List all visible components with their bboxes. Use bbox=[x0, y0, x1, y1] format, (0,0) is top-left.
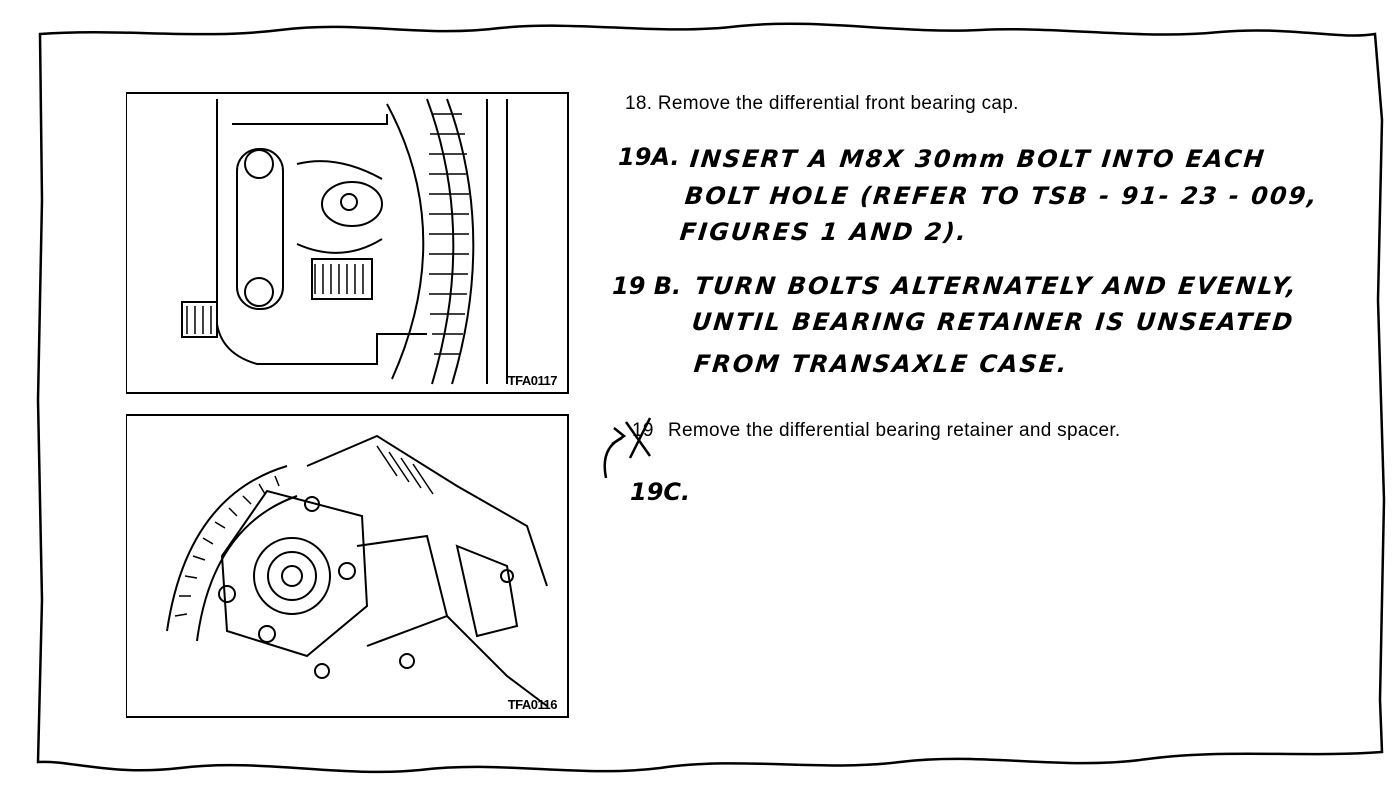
step-19a-number: 19A. bbox=[618, 143, 680, 171]
figure-label: TFA0116 bbox=[507, 697, 558, 712]
step-19a-line-3: FIGURES 1 AND 2). bbox=[678, 218, 970, 246]
step-18-text: 18. Remove the differential front bearin… bbox=[625, 93, 1019, 114]
strike-and-arrow-mark bbox=[603, 417, 652, 479]
step-19c-number: 19C. bbox=[630, 478, 691, 506]
bearing-cap-illustration bbox=[181, 98, 508, 385]
diagram-bearing-cap: TFA0117 bbox=[126, 92, 569, 394]
step-19b-line-3: FROM TRANSAXLE CASE. bbox=[692, 350, 1070, 378]
figure-label: TFA0117 bbox=[507, 373, 558, 388]
step-19b-line-2: UNTIL BEARING RETAINER IS UNSEATED bbox=[690, 308, 1296, 336]
step-19b-line-1: TURN BOLTS ALTERNATELY AND EVENLY, bbox=[693, 272, 1300, 300]
diagram-bearing-retainer: TFA0116 bbox=[126, 414, 569, 718]
step-19a-line-1: INSERT A M8X 30mm BOLT INTO EACH bbox=[688, 145, 1268, 173]
bearing-retainer-illustration bbox=[166, 434, 548, 707]
step-19-text: Remove the differential bearing retainer… bbox=[668, 420, 1121, 441]
step-19b-number: 19 B. bbox=[612, 272, 682, 300]
step-19a-line-2: BOLT HOLE (REFER TO TSB - 91- 23 - 009, bbox=[683, 182, 1320, 210]
